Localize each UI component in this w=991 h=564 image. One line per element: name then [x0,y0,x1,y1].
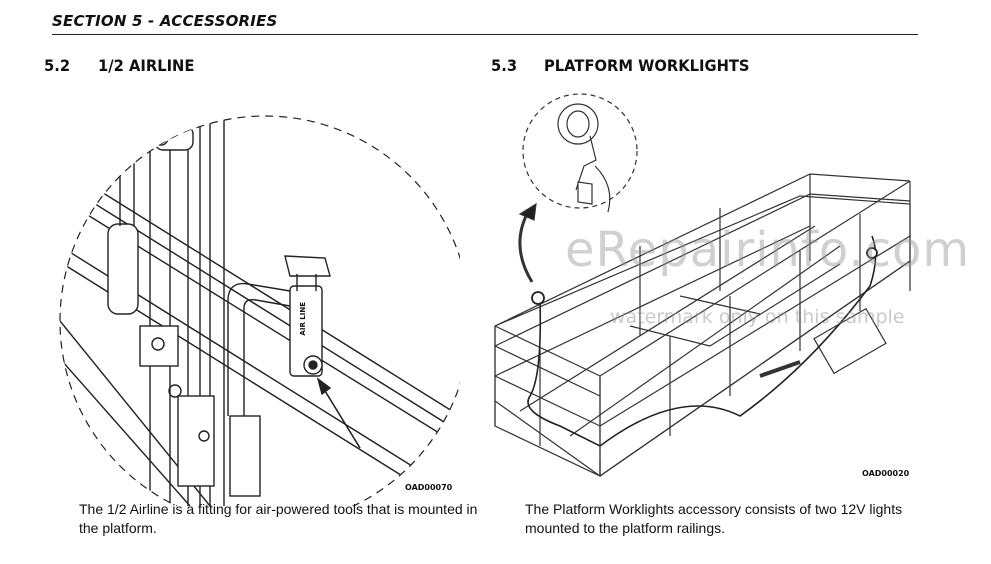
worklights-figure [480,86,991,486]
section-number-airline: 5.2 [44,56,71,75]
section-title-worklights: PLATFORM WORKLIGHTS [544,56,750,75]
description-airline: The 1/2 Airline is a fitting for air-pow… [79,501,478,536]
figure-code-airline: OAD00070 [405,483,453,492]
airline-figure [0,86,460,506]
section-header: SECTION 5 - ACCESSORIES [52,12,918,35]
air-line-tag: AIR LINE [299,302,307,336]
section-title-airline: 1/2 AIRLINE [98,56,195,75]
section-number-worklights: 5.3 [491,56,518,75]
description-worklights: The Platform Worklights accessory consis… [525,501,903,536]
figure-code-worklights: OAD00020 [862,469,910,478]
